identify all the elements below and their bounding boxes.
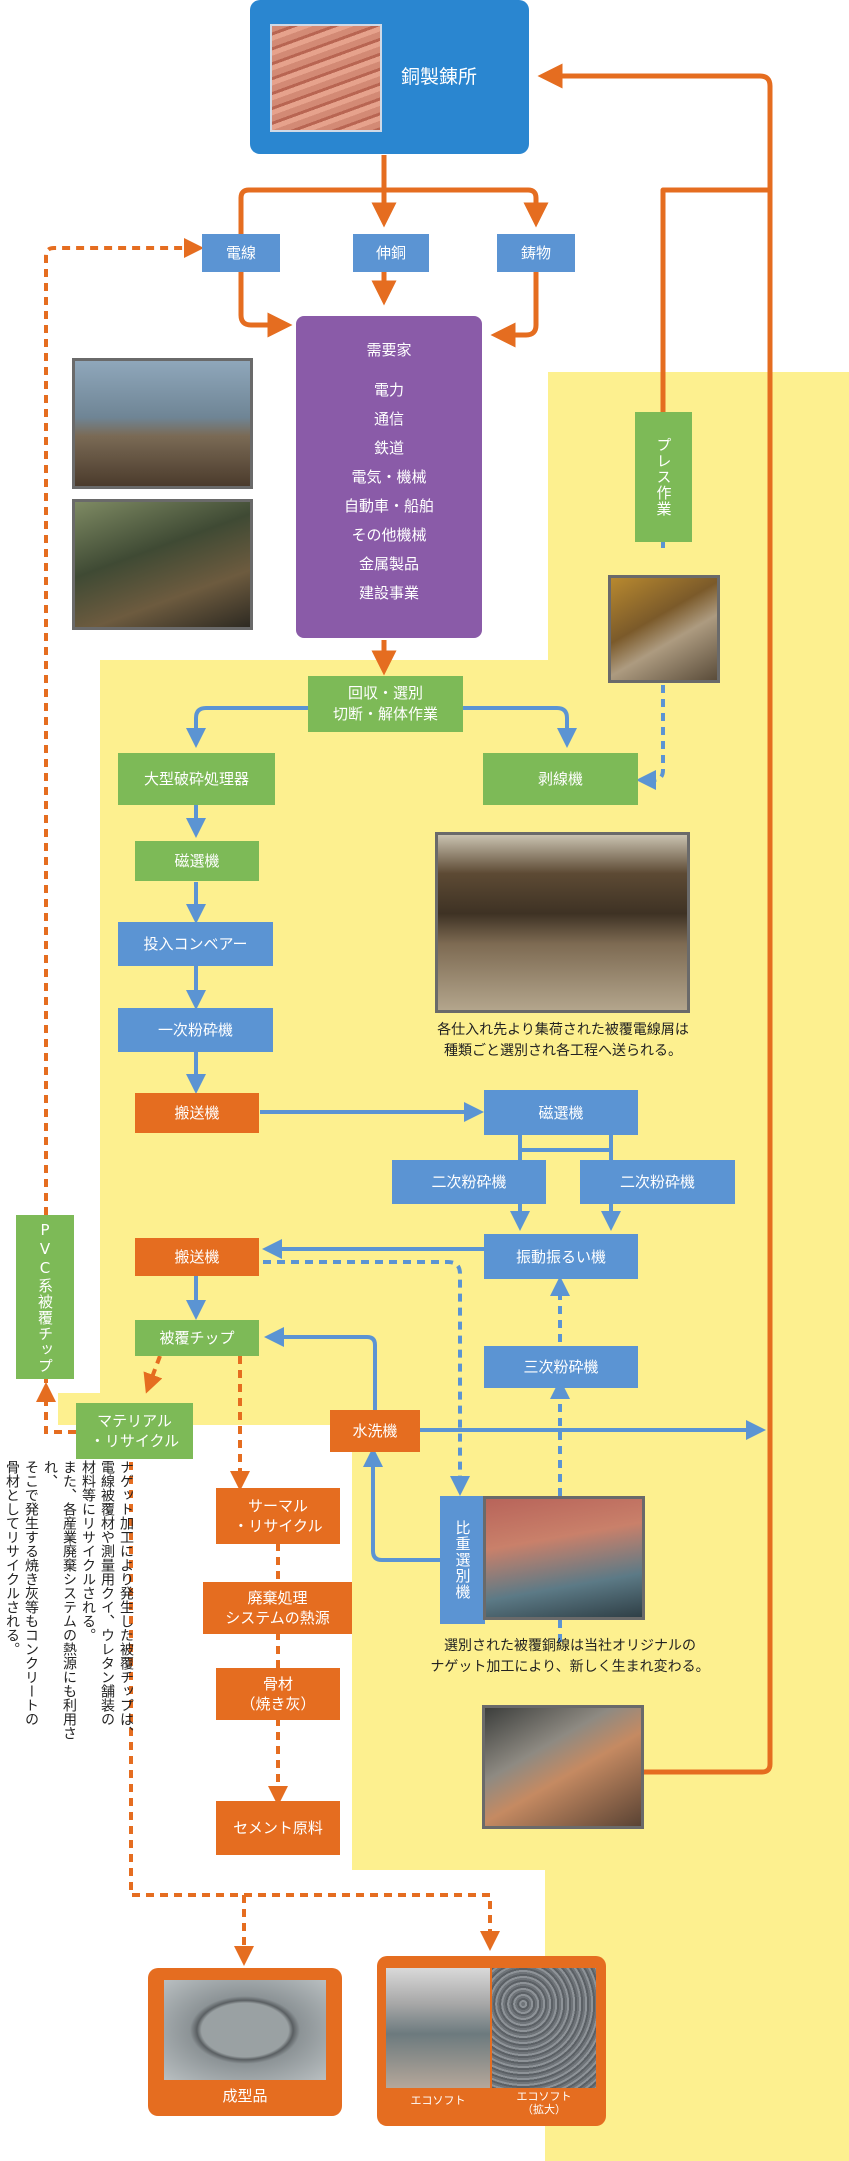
product-casting-label: 鋳物 xyxy=(520,244,551,262)
ecosoft-zoom-line2: （拡大） xyxy=(522,2103,566,2116)
wire-stripper-box: 剥線機 xyxy=(483,753,638,805)
waste-heat-source-box: 廃棄処理 システムの熱源 xyxy=(203,1582,352,1634)
pvc-chips-box: PVC系被覆チップ xyxy=(16,1215,74,1379)
material-recycle-line1: マテリアル xyxy=(97,1412,172,1430)
aggregate-line2: （焼き灰） xyxy=(240,1695,316,1713)
scrap-caption-line1: 各仕入れ先より集荷された被覆電線屑は xyxy=(437,1022,689,1038)
product-casting-box: 鋳物 xyxy=(497,234,575,272)
ecosoft-zoom-label: エコソフト （拡大） xyxy=(492,2090,596,2116)
pvc-chips-label: PVC系被覆チップ xyxy=(36,1220,54,1374)
product-wire-label: 電線 xyxy=(225,244,256,262)
demand-item: 鉄道 xyxy=(373,439,404,457)
orange-dashed-flow-lines xyxy=(36,238,500,1966)
demand-item: 金属製品 xyxy=(358,555,419,573)
primary-crusher-label: 一次粉砕機 xyxy=(157,1021,233,1039)
product-rolled-copper-label: 伸銅 xyxy=(375,244,406,262)
transporter-1-box: 搬送機 xyxy=(135,1093,259,1133)
copper-nugget-photo xyxy=(482,1705,644,1829)
secondary-crusher-a-label: 二次粉砕機 xyxy=(431,1173,507,1191)
demand-item: 自動車・船舶 xyxy=(343,497,434,515)
thermal-recycle-line2: ・リサイクル xyxy=(233,1517,323,1535)
secondary-crusher-b-label: 二次粉砕機 xyxy=(619,1173,695,1191)
scrap-handling-photo xyxy=(72,499,253,630)
waste-heat-source-line2: システムの熱源 xyxy=(225,1609,330,1627)
feed-conveyor-box: 投入コンベアー xyxy=(118,922,273,966)
nugget-caption-line2: ナゲット加工により、新しく生まれ変わる。 xyxy=(430,1659,710,1675)
demand-item: 建設事業 xyxy=(358,584,419,602)
nugget-caption: 選別された被覆銅線は当社オリジナルの ナゲット加工により、新しく生まれ変わる。 xyxy=(410,1636,730,1678)
nugget-caption-line1: 選別された被覆銅線は当社オリジナルの xyxy=(444,1638,696,1654)
vibrating-screen-label: 振動振るい機 xyxy=(515,1247,606,1266)
coated-chips-label: 被覆チップ xyxy=(159,1329,235,1347)
aggregate-box: 骨材 （焼き灰） xyxy=(216,1668,340,1720)
large-crusher-label: 大型破砕処理器 xyxy=(143,770,249,788)
coated-chips-box: 被覆チップ xyxy=(135,1320,259,1356)
wire-scrap-pile-photo xyxy=(435,832,690,1013)
demand-item: 通信 xyxy=(373,410,404,428)
press-machine-photo xyxy=(608,575,720,683)
blue-flow-lines xyxy=(186,706,766,1562)
gravity-table-photo xyxy=(483,1496,645,1620)
thermal-recycle-box: サーマル ・リサイクル xyxy=(216,1488,340,1544)
ecosoft-label: エコソフト xyxy=(386,2094,490,2107)
scrap-caption-line2: 種類ごと選別され各工程へ送られる。 xyxy=(444,1043,682,1059)
demand-item: その他機械 xyxy=(351,526,427,544)
demand-item: 電力 xyxy=(373,381,404,399)
magnetic-separator-1-box: 磁選機 xyxy=(135,841,259,881)
feed-conveyor-label: 投入コンベアー xyxy=(143,935,248,953)
water-washer-box: 水洗機 xyxy=(330,1410,420,1452)
wire-stripper-label: 剥線機 xyxy=(537,770,583,788)
material-recycle-box: マテリアル ・リサイクル xyxy=(76,1403,193,1459)
press-work-box: プレス作業 xyxy=(635,412,692,542)
vibrating-screen-box: 振動振るい機 xyxy=(484,1234,638,1279)
demand-item: 電気・機械 xyxy=(351,468,427,486)
demand-box: 需要家 電力通信鉄道電気・機械自動車・船舶その他機械金属製品建設事業 xyxy=(296,316,482,638)
transporter-1-label: 搬送機 xyxy=(174,1104,220,1122)
gravity-separator-box: 比重選別機 xyxy=(440,1496,485,1624)
collection-line2: 切断・解体作業 xyxy=(332,705,438,723)
magnetic-separator-2-box: 磁選機 xyxy=(484,1090,638,1135)
large-crusher-box: 大型破砕処理器 xyxy=(118,753,275,805)
cement-material-label: セメント原料 xyxy=(233,1819,323,1837)
thermal-recycle-line1: サーマル xyxy=(247,1497,308,1515)
magnetic-separator-1-label: 磁選機 xyxy=(174,852,220,870)
transporter-2-box: 搬送機 xyxy=(135,1238,259,1276)
scrap-caption: 各仕入れ先より集荷された被覆電線屑は 種類ごと選別され各工程へ送られる。 xyxy=(398,1020,728,1062)
material-recycle-line2: ・リサイクル xyxy=(89,1432,180,1450)
product-rolled-copper-box: 伸銅 xyxy=(353,234,429,272)
product-wire-box: 電線 xyxy=(202,234,280,272)
press-work-label: プレス作業 xyxy=(654,437,673,517)
water-washer-label: 水洗機 xyxy=(352,1422,398,1440)
demand-title: 需要家 xyxy=(366,341,412,359)
primary-crusher-box: 一次粉砕機 xyxy=(118,1008,273,1052)
ecosoft-label-text: エコソフト xyxy=(410,2094,466,2107)
orange-flow-lines xyxy=(238,63,773,1775)
molded-product-label: 成型品 xyxy=(222,2087,268,2105)
ecosoft-zoom-line1: エコソフト xyxy=(516,2090,572,2103)
cement-material-box: セメント原料 xyxy=(216,1801,340,1855)
side-note: ナゲット加工により発生した被覆チップは、 電線被覆材や測量用クイ、ウレタン舗装の… xyxy=(4,1460,134,1740)
gravity-separator-label: 比重選別機 xyxy=(453,1520,472,1600)
molded-ring-photo xyxy=(164,1980,326,2080)
tertiary-crusher-box: 三次粉砕機 xyxy=(484,1346,638,1388)
collection-sorting-box: 回収・選別 切断・解体作業 xyxy=(308,676,463,732)
copper-smelter-title: 銅製錬所 xyxy=(400,66,477,88)
process-area-background xyxy=(58,372,849,2161)
ecosoft-closeup-photo xyxy=(492,1968,596,2088)
secondary-crusher-a-box: 二次粉砕機 xyxy=(392,1160,546,1204)
secondary-crusher-b-box: 二次粉砕機 xyxy=(580,1160,735,1204)
waste-heat-source-line1: 廃棄処理 xyxy=(247,1589,308,1607)
transporter-2-label: 搬送機 xyxy=(174,1248,220,1266)
ecosoft-pavement-photo xyxy=(386,1968,490,2088)
demolition-excavator-photo xyxy=(72,358,253,489)
copper-cathode-photo xyxy=(270,24,382,132)
magnetic-separator-2-label: 磁選機 xyxy=(538,1103,584,1122)
demand-list: 電力通信鉄道電気・機械自動車・船舶その他機械金属製品建設事業 xyxy=(344,376,434,608)
collection-line1: 回収・選別 xyxy=(347,684,423,702)
aggregate-line1: 骨材 xyxy=(262,1675,293,1693)
blue-dashed-flow-lines xyxy=(263,498,665,1645)
tertiary-crusher-label: 三次粉砕機 xyxy=(523,1358,599,1376)
